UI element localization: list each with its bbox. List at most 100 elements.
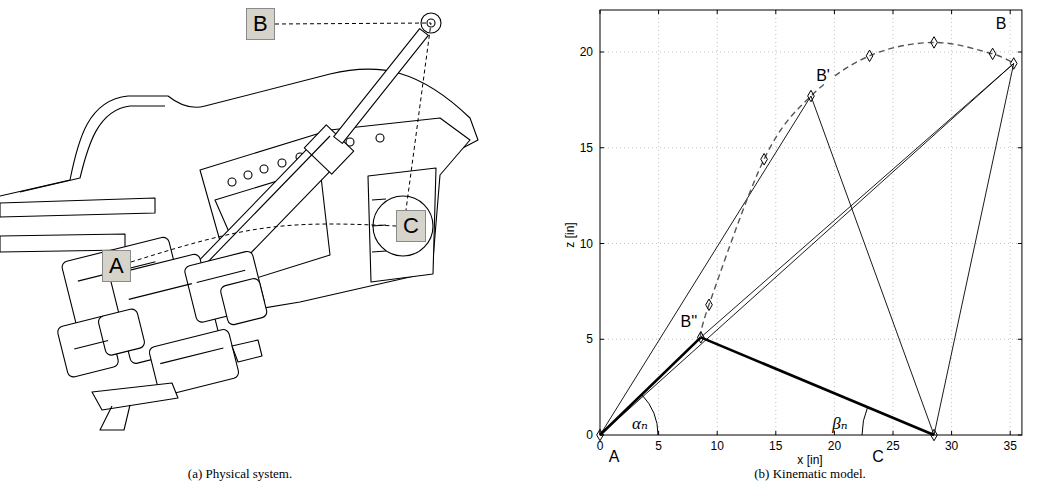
physical-system-sketch <box>0 13 478 430</box>
point-marker <box>1010 58 1017 69</box>
gearbox <box>41 217 280 417</box>
bracket-hole <box>228 178 236 186</box>
point-label: B' <box>814 68 832 84</box>
angle-label: βₙ <box>832 415 847 432</box>
grid-line <box>600 339 1022 340</box>
mounting-foot <box>92 383 178 410</box>
tick-mark <box>600 339 604 340</box>
grid-line <box>600 243 1022 244</box>
point-label: B <box>994 16 1009 32</box>
point-marker <box>931 429 938 440</box>
mounting-foot <box>232 340 262 362</box>
link-bar <box>600 337 701 435</box>
link-bar <box>701 337 934 435</box>
link-line <box>701 63 1014 337</box>
tick-label: 15 <box>580 142 593 154</box>
tick-label: 0 <box>597 440 604 452</box>
axis-title: z [in] <box>564 222 576 247</box>
link-line <box>811 96 934 435</box>
part-letter: A <box>109 255 124 277</box>
gearbox-detail <box>74 341 108 349</box>
point-marker <box>761 154 768 165</box>
bracket-hole <box>260 165 268 173</box>
trajectory-curve <box>701 42 1014 337</box>
tick-label: 30 <box>945 440 958 452</box>
tick-mark <box>1018 243 1022 244</box>
tick-mark <box>600 147 604 148</box>
tick-mark <box>600 243 604 244</box>
tick-label: 20 <box>828 440 841 452</box>
dashed-leader <box>275 23 431 210</box>
point-label: A <box>609 449 620 465</box>
tick-mark <box>600 10 601 14</box>
part-letter: B <box>253 13 268 35</box>
gearbox-detail <box>160 348 223 364</box>
point-marker <box>931 37 938 48</box>
plot-frame <box>600 10 1022 435</box>
part-letter: C <box>403 215 419 237</box>
gearbox-detail <box>197 270 246 282</box>
tick-mark <box>775 10 776 14</box>
tick-mark <box>893 10 894 14</box>
cylinder-line <box>200 136 330 270</box>
tick-mark <box>834 431 835 435</box>
label-box: C <box>396 210 426 242</box>
subfigure-caption: (a) Physical system. <box>188 467 292 480</box>
tick-mark <box>1018 52 1022 53</box>
tick-label: 25 <box>886 440 899 452</box>
gearbox-part <box>97 308 145 356</box>
grid-line <box>658 10 659 435</box>
point-marker <box>808 90 815 101</box>
link-line <box>934 63 1014 435</box>
tick-mark <box>658 10 659 14</box>
point-marker <box>989 48 996 59</box>
fairing-edge <box>20 106 165 192</box>
link-line <box>600 96 811 435</box>
tick-label: 35 <box>1004 440 1017 452</box>
tick-mark <box>1018 435 1022 436</box>
angle-arc <box>862 407 868 435</box>
label-box: A <box>102 250 131 282</box>
bracket-hole <box>278 159 286 167</box>
tick-label: 5 <box>586 333 593 345</box>
tick-label: 0 <box>586 429 593 441</box>
point-label: C <box>872 449 884 465</box>
point-marker <box>866 50 873 61</box>
tick-label: 10 <box>711 440 724 452</box>
mounting-foot <box>100 405 130 430</box>
bracket-hole <box>244 171 252 179</box>
tick-mark <box>1018 147 1022 148</box>
tick-label: 10 <box>580 238 593 250</box>
link-line <box>600 63 1014 435</box>
tick-mark <box>717 10 718 14</box>
angle-label: αₙ <box>632 415 648 432</box>
point-marker <box>706 299 713 310</box>
bearing-hole <box>373 196 433 256</box>
tick-mark <box>1010 431 1011 435</box>
grid-line <box>600 147 1022 148</box>
grid-line <box>600 52 1022 53</box>
subfigure-caption: (b) Kinematic model. <box>754 467 866 480</box>
dashed-leader <box>131 224 396 262</box>
tick-mark <box>1010 10 1011 14</box>
kinematic-plot <box>597 10 1022 441</box>
grid-line <box>1010 10 1011 435</box>
gearbox-part <box>219 277 267 325</box>
tick-mark <box>951 431 952 435</box>
grid-line <box>717 10 718 435</box>
actuator-rod <box>334 29 429 144</box>
frame-slot <box>372 199 386 200</box>
grid-line <box>775 10 776 435</box>
bracket-hole <box>376 134 384 142</box>
axis-title: x [in] <box>797 454 822 466</box>
grid-line <box>893 10 894 435</box>
tick-mark <box>775 431 776 435</box>
tick-mark <box>717 431 718 435</box>
boom-tube <box>0 198 155 217</box>
grid-line <box>951 10 952 435</box>
tick-mark <box>600 52 604 53</box>
tick-mark <box>834 10 835 14</box>
